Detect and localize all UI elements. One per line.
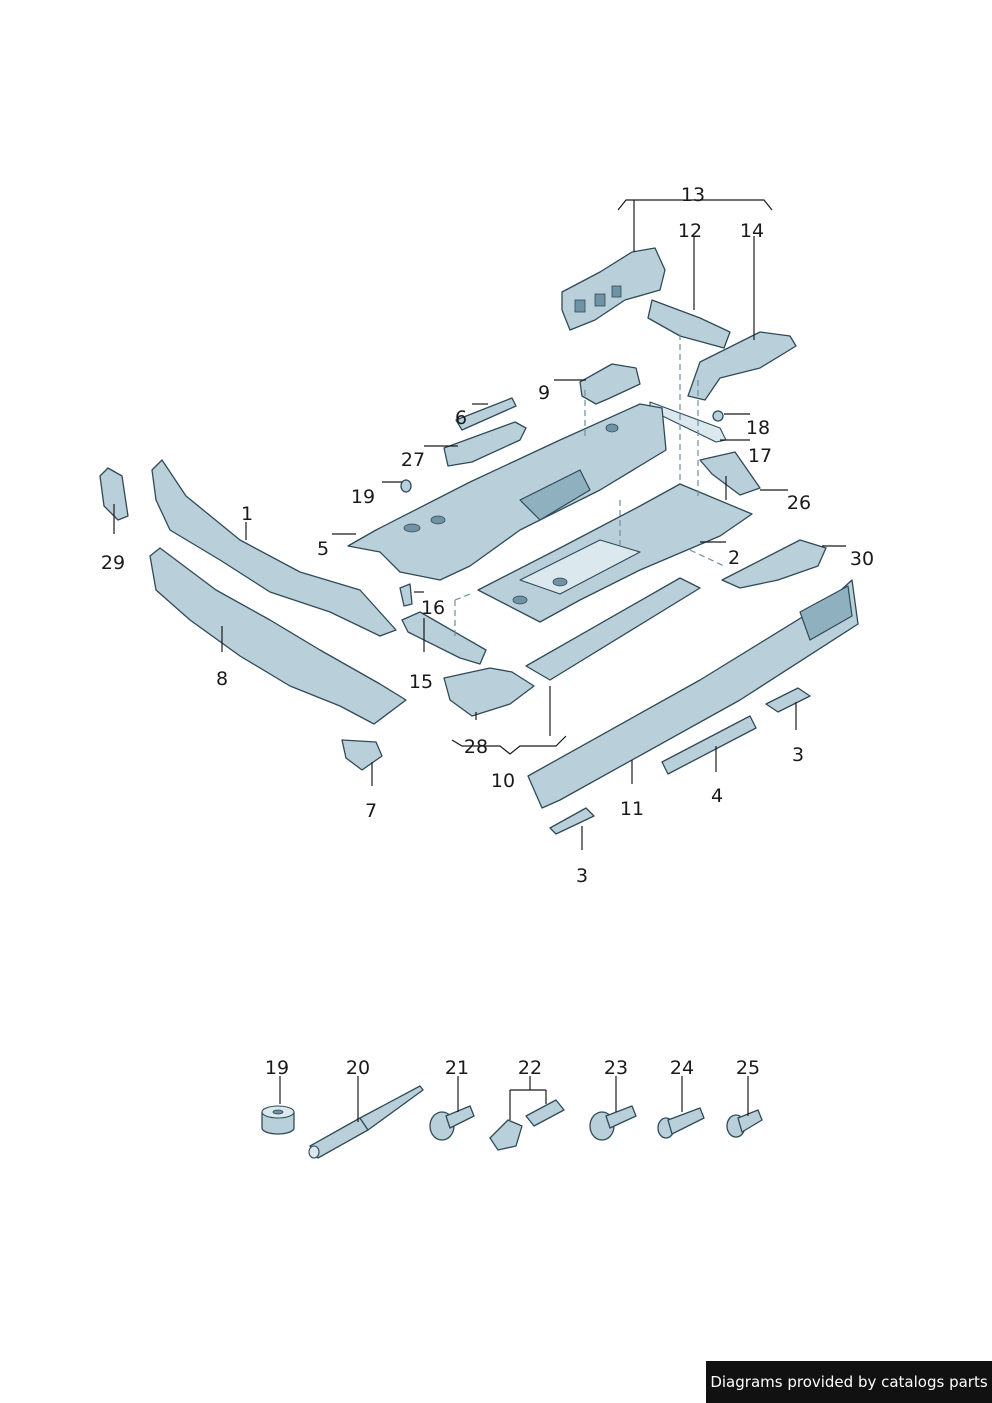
credit-banner: Diagrams provided by catalogs parts	[706, 1361, 992, 1403]
part-3-pad-left	[549, 807, 595, 835]
callout-21: 21	[445, 1057, 469, 1079]
assembly-guides	[454, 334, 725, 640]
part-1-side-member	[151, 459, 397, 637]
callout-24: 24	[670, 1057, 694, 1079]
callout-8: 8	[216, 668, 228, 690]
callout-2: 2	[728, 547, 740, 569]
callout-9: 9	[538, 382, 550, 404]
part-15-bracket	[401, 611, 487, 665]
part-18-nut	[712, 410, 724, 422]
part-6-strip	[455, 397, 517, 431]
callout-3-left: 3	[576, 865, 588, 887]
part-7-cap	[341, 739, 383, 771]
part-19-nut	[400, 479, 412, 493]
part-12-bracket	[647, 299, 731, 349]
part-8-side-member	[149, 547, 407, 725]
callout-28: 28	[464, 736, 488, 758]
part-29-bracket	[99, 467, 129, 521]
part-2-floor-pan	[477, 483, 753, 623]
part-25-rivet	[726, 1109, 763, 1138]
callout-13: 13	[681, 184, 705, 206]
callout-23: 23	[604, 1057, 628, 1079]
part-24-bolt	[657, 1107, 705, 1139]
part-19-spacer	[261, 1105, 295, 1135]
callout-19-bottom: 19	[265, 1057, 289, 1079]
callout-26: 26	[787, 492, 811, 514]
part-30-panel	[721, 539, 827, 589]
callout-20: 20	[346, 1057, 370, 1079]
callout-7: 7	[365, 800, 377, 822]
part-10-sill-inner	[525, 577, 701, 681]
callout-17: 17	[748, 445, 772, 467]
part-20-pin	[308, 1085, 424, 1159]
part-16-bolt	[399, 583, 413, 607]
part-4-strip	[661, 715, 757, 775]
part-23-clip	[589, 1105, 637, 1141]
callout-25: 25	[736, 1057, 760, 1079]
part-22-fastener	[489, 1099, 565, 1151]
part-5-front-floor	[347, 403, 667, 581]
part-21-clip	[429, 1105, 475, 1141]
callout-12: 12	[678, 220, 702, 242]
callout-16: 16	[421, 597, 445, 619]
part-3-pad-right	[765, 687, 811, 713]
part-27-bracket	[443, 421, 527, 467]
callout-numbers: 13 12 14 9 6 18 17 27 19 26 1 5 2 30 29 …	[101, 184, 874, 1079]
part-13-rear-crossmember	[561, 247, 666, 331]
callout-18: 18	[746, 417, 770, 439]
callout-6: 6	[455, 407, 467, 429]
callout-10: 10	[491, 770, 515, 792]
part-14-bracket	[687, 331, 797, 401]
callout-22: 22	[518, 1057, 542, 1079]
callout-11: 11	[620, 798, 644, 820]
callout-5: 5	[317, 538, 329, 560]
callout-29: 29	[101, 552, 125, 574]
callout-14: 14	[740, 220, 764, 242]
callout-1: 1	[241, 503, 253, 525]
part-28-bracket	[443, 667, 535, 717]
callout-15: 15	[409, 671, 433, 693]
leader-lines	[113, 199, 846, 1122]
part-9-bracket	[579, 363, 641, 405]
part-26-bracket	[699, 451, 761, 496]
part-11-sill-outer	[527, 579, 859, 809]
callout-30: 30	[850, 548, 874, 570]
callout-27: 27	[401, 449, 425, 471]
callout-19: 19	[351, 486, 375, 508]
callout-3-right: 3	[792, 744, 804, 766]
callout-4: 4	[711, 785, 723, 807]
